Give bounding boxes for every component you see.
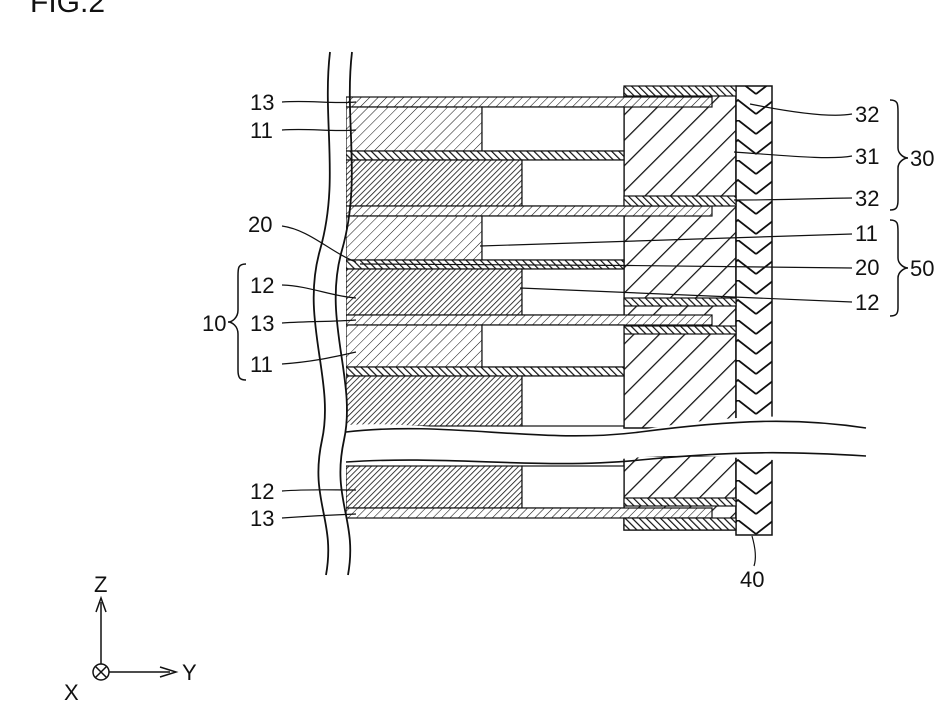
label-11-mid: 11 [250, 352, 273, 377]
layer-11-a [346, 107, 482, 151]
label-12-right: 12 [855, 290, 879, 315]
label-40: 40 [740, 567, 764, 592]
figure-title: FIG.2 [30, 0, 105, 19]
label-12: 12 [250, 273, 274, 298]
layer-20-c [346, 367, 624, 376]
layer-12-b [346, 269, 522, 315]
label-11-right: 11 [855, 221, 878, 246]
label-32-bottom: 32 [855, 186, 879, 211]
gap-a [482, 107, 624, 151]
label-31: 31 [855, 144, 879, 169]
layer-32-a [624, 196, 736, 206]
layer-12-d [346, 466, 522, 508]
label-30: 30 [910, 146, 934, 171]
label-50: 50 [910, 256, 934, 281]
gap-e [482, 325, 624, 367]
gap-b [522, 160, 624, 206]
brace-30 [890, 100, 908, 210]
label-12-bottom: 12 [250, 479, 274, 504]
layer-12-a [346, 160, 522, 206]
axis-y-label: Y [182, 660, 197, 685]
label-11-top: 11 [250, 118, 273, 143]
layer-20-a [346, 151, 624, 160]
axis-z-label: Z [94, 572, 107, 597]
layer-32-b [624, 298, 736, 306]
label-13-mid: 13 [250, 311, 274, 336]
column-31 [624, 88, 736, 530]
gap-g [522, 466, 624, 508]
label-20: 20 [248, 212, 272, 237]
label-32-top: 32 [855, 102, 879, 127]
label-13-bottom: 13 [250, 506, 274, 531]
label-10: 10 [202, 311, 226, 336]
layer-32-e [624, 518, 736, 530]
gap-c [482, 216, 624, 260]
brace-10 [228, 264, 246, 380]
layer-13-b [346, 315, 712, 325]
layer-32-c [624, 326, 736, 334]
layer-11-c [346, 325, 482, 367]
gap-f [522, 376, 624, 426]
layer-12-c [346, 376, 522, 426]
layer-32-top [624, 86, 736, 96]
axis-x-label: X [64, 680, 79, 705]
layer-13-d [346, 508, 712, 518]
axis-indicator: Z Y X [64, 572, 197, 705]
layer-32-d [624, 498, 736, 506]
label-13-top: 13 [250, 90, 274, 115]
layer-13-top [346, 97, 712, 107]
layer-13-a [346, 206, 712, 216]
brace-50 [890, 220, 908, 316]
layer-11-b [346, 216, 482, 260]
label-20-right: 20 [855, 255, 879, 280]
